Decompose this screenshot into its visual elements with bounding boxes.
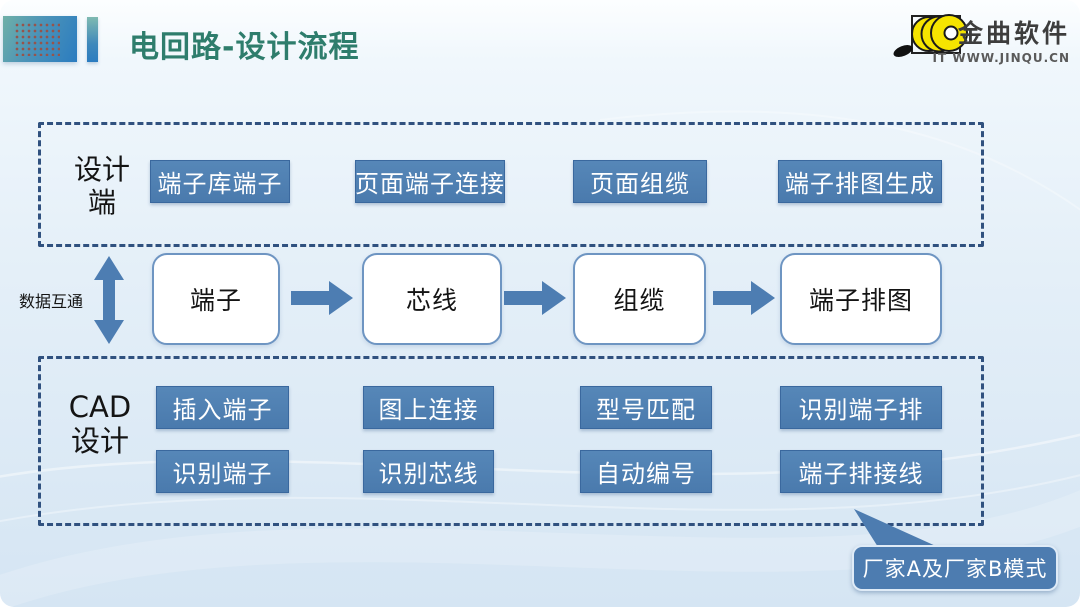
arrow-right-icon	[713, 281, 775, 315]
golden-disc-logo-icon	[893, 14, 968, 57]
cad-section-box	[38, 356, 984, 526]
logo-text: 金曲软件 IT WWW.JINQU.CN	[933, 14, 1070, 65]
flow-node-terminal: 端子	[152, 253, 280, 345]
cad-button-identify-core-wire: 识别芯线	[363, 450, 494, 493]
cad-button-drawing-connect: 图上连接	[363, 386, 494, 429]
flow-node-core-wire: 芯线	[362, 253, 502, 345]
vendor-mode-callout: 厂家A及厂家B模式	[852, 545, 1058, 591]
cad-button-auto-number: 自动编号	[580, 450, 712, 493]
header-deco-bar	[87, 17, 98, 62]
cad-button-terminal-strip-wiring: 端子排接线	[780, 450, 942, 493]
flow-node-terminal-strip-drawing: 端子排图	[780, 253, 942, 345]
header-deco-block	[3, 16, 77, 62]
design-button-terminal-library: 端子库端子	[150, 160, 290, 203]
company-logo: 金曲软件 IT WWW.JINQU.CN	[888, 2, 1074, 65]
cad-button-insert-terminal: 插入端子	[156, 386, 289, 429]
flow-node-cabling: 组缆	[573, 253, 706, 345]
logo-brand-name: 金曲软件	[957, 19, 1070, 48]
cad-button-model-match: 型号匹配	[580, 386, 712, 429]
logo-website: IT WWW.JINQU.CN	[932, 51, 1070, 65]
arrow-right-icon	[504, 281, 566, 315]
cad-section-label: CAD 设计	[68, 390, 132, 459]
design-button-page-terminal-connect: 页面端子连接	[355, 160, 505, 203]
arrow-right-icon	[291, 281, 353, 315]
callout-tail-pointer	[854, 509, 938, 547]
arrow-updown-icon	[94, 256, 124, 344]
design-section-label: 设计 端	[73, 153, 130, 220]
design-section-box	[38, 122, 984, 247]
design-button-page-cabling: 页面组缆	[573, 160, 707, 203]
cad-button-identify-terminal-strip: 识别端子排	[780, 386, 942, 429]
design-button-terminal-strip-generate: 端子排图生成	[778, 160, 942, 203]
page-title: 电回路-设计流程	[129, 30, 360, 65]
cad-button-identify-terminal: 识别端子	[156, 450, 289, 493]
header-deco-dots	[14, 22, 60, 56]
data-exchange-label: 数据互通	[18, 292, 83, 311]
